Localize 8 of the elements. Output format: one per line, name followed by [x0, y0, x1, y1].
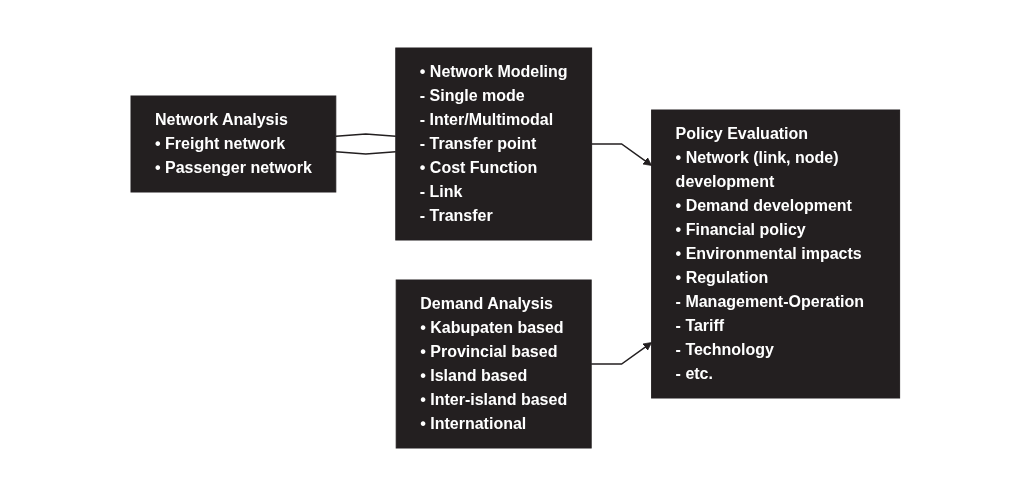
arrow [590, 342, 652, 365]
node-box: Demand Analysis • Kabupaten based • Provincial based • Island based • Inter-island based • International [395, 279, 592, 449]
connector [334, 133, 397, 138]
node-box: • Network Modeling - Single mode - Inter/Multimodal - Transfer point • Cost Function - Link - Transfer [394, 47, 592, 241]
node-box: Network Analysis • Freight network • Passenger network [130, 95, 336, 193]
node-box: Policy Evaluation • Network (link, node) development • Demand development • Financial policy • Environmental impacts • Regulation - Management-Operation - Tariff - Technology - etc. [650, 109, 900, 399]
arrow [590, 143, 652, 166]
connector [334, 150, 397, 155]
